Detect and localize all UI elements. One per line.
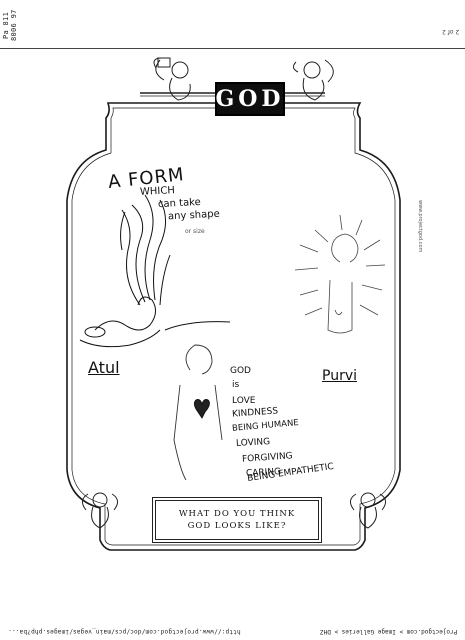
radiant-figure-drawing xyxy=(294,214,386,334)
text-can-take: can take xyxy=(157,196,202,211)
list-love: LOVE xyxy=(232,396,256,406)
list-is: is xyxy=(232,380,240,390)
heart-figure-drawing xyxy=(173,344,223,481)
text-or-size: or size xyxy=(185,228,205,235)
cherub-bottom-right xyxy=(350,492,386,529)
cherub-top-right xyxy=(292,59,334,101)
cherub-top-left xyxy=(153,57,191,101)
header-rule xyxy=(0,48,465,49)
caption-line-2: GOD LOOKS LIKE? xyxy=(187,521,287,531)
lamp-drawing xyxy=(79,194,231,348)
list-god: GOD xyxy=(230,366,251,376)
footer-url: http://www.projectgod.com/doc/pcs/main_v… xyxy=(8,628,241,635)
side-url-text: www.projectgod.com xyxy=(417,200,423,253)
cherub-bottom-left xyxy=(82,492,118,529)
footer-credit: Projectgod.com > Image Galleries > DHZ xyxy=(319,628,457,635)
god-title-box: GOD xyxy=(215,82,285,116)
signature-purvi: Purvi xyxy=(322,368,357,384)
list-loving: LOVING xyxy=(235,437,271,449)
caption-line-1: WHAT DO YOU THINK xyxy=(178,509,296,519)
signature-atul: Atul xyxy=(88,358,120,377)
text-which: WHICH xyxy=(139,185,176,198)
caption-box: WHAT DO YOU THINK GOD LOOKS LIKE? xyxy=(152,497,322,543)
